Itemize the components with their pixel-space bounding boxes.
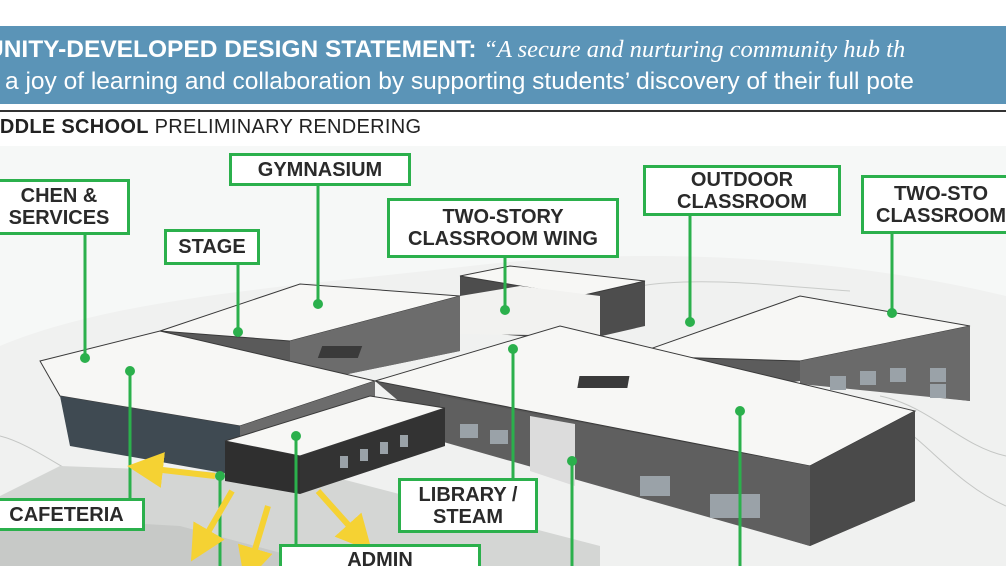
label-gymnasium: GYMNASIUM xyxy=(229,153,411,186)
rendering-subtitle: PRELIMINARY RENDERING xyxy=(154,116,422,138)
banner-line-2: s a joy of learning and collaboration by… xyxy=(0,68,914,95)
banner-quote: “A secure and nurturing community hub th xyxy=(483,36,906,63)
label-two-story-classroom: TWO-STO CLASSROOM xyxy=(861,175,1006,234)
banner-lead: UNITY-DEVELOPED DESIGN STATEMENT: xyxy=(0,36,477,63)
label-two-story-classroom-wing: TWO-STORY CLASSROOM WING xyxy=(387,198,619,258)
building-rendering: CHEN & SERVICES GYMNASIUM STAGE TWO-STOR… xyxy=(0,146,1006,566)
label-outdoor-classroom: OUTDOOR CLASSROOM xyxy=(643,165,841,216)
label-kitchen-services: CHEN & SERVICES xyxy=(0,179,130,235)
label-stage: STAGE xyxy=(164,229,260,265)
banner-line-1: UNITY-DEVELOPED DESIGN STATEMENT: “A sec… xyxy=(0,36,905,64)
label-library-steam: LIBRARY / STEAM xyxy=(398,478,538,533)
rendering-heading: IDDLE SCHOOL PRELIMINARY RENDERING xyxy=(0,116,421,139)
divider-rule xyxy=(0,110,1006,112)
design-statement-banner: UNITY-DEVELOPED DESIGN STATEMENT: “A sec… xyxy=(0,26,1006,104)
label-cafeteria: CAFETERIA xyxy=(0,498,145,531)
school-name: IDDLE SCHOOL xyxy=(0,116,149,138)
label-admin: ADMIN xyxy=(279,544,481,566)
